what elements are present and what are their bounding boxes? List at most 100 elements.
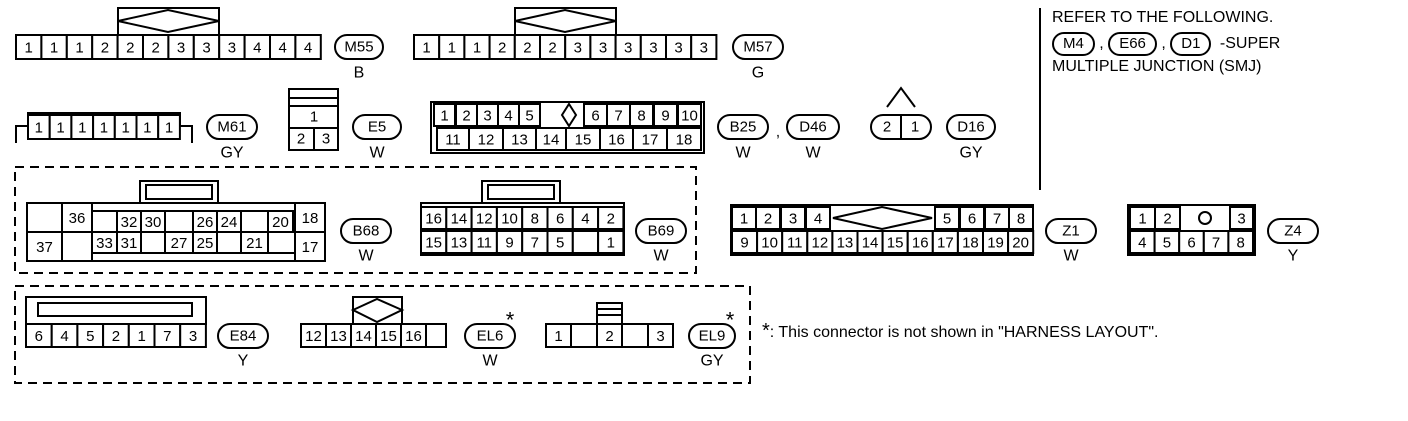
connector-z4-guide-pin xyxy=(1198,211,1212,225)
connector-m61-label-pill xyxy=(206,114,258,140)
connector-m55-cell xyxy=(167,34,195,60)
connector-b68-cell-label: 21 xyxy=(246,235,263,252)
connector-b69-cell xyxy=(597,206,625,230)
connector-m55-cell xyxy=(40,34,68,60)
connector-m55-cell-label: 2 xyxy=(126,40,134,57)
connector-b69-lock-inner xyxy=(487,184,555,200)
connector-m55-cell-label: 4 xyxy=(279,40,287,57)
connector-e5-cell xyxy=(313,127,339,151)
refer-note-connectors: M4 , E66 , D1 -SUPER xyxy=(1052,32,1280,56)
connector-b25-d46-cell xyxy=(666,127,702,151)
connector-el6-label: EL6 xyxy=(477,328,504,345)
connector-m61-cell-label: 1 xyxy=(35,120,43,137)
refer-note-smj: MULTIPLE JUNCTION (SMJ) xyxy=(1052,58,1262,75)
connector-z1-label: Z1 xyxy=(1062,223,1080,240)
connector-el9-lock xyxy=(596,302,623,325)
connector-b25-d46-cell-label: 10 xyxy=(681,108,698,125)
connector-b68-cell xyxy=(294,202,326,233)
footnote-star: * xyxy=(762,320,770,342)
connector-m55-cell-label: 2 xyxy=(101,40,109,57)
connector-b68-cell xyxy=(140,231,166,254)
connector-m57-lock-diamond xyxy=(514,8,617,34)
connector-m61-cell-label: 1 xyxy=(143,120,151,137)
connector-m57-cell-label: 1 xyxy=(473,40,481,57)
connector-b25-d46-cell-label: 4 xyxy=(504,108,512,125)
connector-m57-cell xyxy=(413,34,441,60)
connector-b68-cell-label: 32 xyxy=(121,214,138,231)
connector-e84-cell-label: 3 xyxy=(189,328,197,345)
refer-pill-d1: D1 xyxy=(1170,32,1212,56)
connector-b69-cell-label: 8 xyxy=(531,211,539,228)
connector-b68-cell-label: 20 xyxy=(272,214,289,231)
connector-z1-cell xyxy=(1007,230,1035,254)
connector-e5-cell-label: 1 xyxy=(310,109,318,126)
connector-z1-cell-label: 1 xyxy=(740,211,748,228)
connector-z4-cell-label: 1 xyxy=(1138,211,1146,228)
connector-b69-cell-label: 1 xyxy=(607,235,615,252)
connector-el6-label-pill xyxy=(464,323,516,349)
connector-z1-cell-label: 9 xyxy=(740,235,748,252)
connector-b25-d46-cell-label: 11 xyxy=(445,132,461,149)
connector-b68-cell-label: 26 xyxy=(197,214,214,231)
connector-m57-cell-label: 1 xyxy=(422,40,430,57)
connector-e84-label: E84 xyxy=(230,328,257,345)
connector-d16-label: D16 xyxy=(957,119,985,136)
connector-z4-cell-label: 5 xyxy=(1163,235,1171,252)
connector-b69-cell-label: 12 xyxy=(476,211,493,228)
connector-e84-cell xyxy=(179,323,207,348)
connector-el6-cell-label: 14 xyxy=(355,328,372,345)
connector-z1-cell-label: 19 xyxy=(987,235,1004,252)
connector-z4-cell-label: 3 xyxy=(1237,211,1245,228)
connector-d46-color: W xyxy=(805,145,821,162)
connector-z4-cell-label: 8 xyxy=(1237,235,1245,252)
connector-m61-cell-label: 1 xyxy=(100,120,108,137)
dashed-group-b68-b69 xyxy=(14,166,697,274)
connector-m57-cell xyxy=(665,34,693,60)
connector-b69-cell-label: 14 xyxy=(451,211,468,228)
refer-pill-m4: M4 xyxy=(1052,32,1095,56)
connector-el9-label-pill xyxy=(688,323,736,349)
connector-b68-cell xyxy=(240,210,269,233)
connector-e5-label-pill xyxy=(352,114,402,140)
connector-e84-cell-label: 1 xyxy=(137,328,145,345)
connector-e84-lock-inner xyxy=(37,302,193,317)
connector-e5-label: E5 xyxy=(368,119,386,136)
connector-e84-cell-label: 4 xyxy=(60,328,68,345)
connector-b25-d46-cell-label: 7 xyxy=(614,108,622,125)
connector-label-separator: , xyxy=(776,124,780,141)
connector-d16: 2 1 D16 GY xyxy=(870,86,996,162)
connector-m57-cell-label: 3 xyxy=(700,40,708,57)
connector-b68-cell xyxy=(216,231,242,254)
connector-b25-d46-cell-label: 12 xyxy=(478,132,495,149)
connector-e84-label-pill xyxy=(217,323,269,349)
connector-m55-color: B xyxy=(354,65,365,82)
connector-z1-cell-label: 20 xyxy=(1012,235,1029,252)
connector-z1-cell-label: 2 xyxy=(764,211,772,228)
connector-el6-cell-label: 16 xyxy=(405,328,422,345)
connector-e84-color: Y xyxy=(238,353,249,370)
connector-m57-label: M57 xyxy=(743,39,772,56)
connector-b25-d46-cell-label: 14 xyxy=(543,132,560,149)
connector-z4-cell-label: 2 xyxy=(1163,211,1171,228)
connector-b25-d46-cell-label: 5 xyxy=(525,108,533,125)
connector-el9-cell xyxy=(545,323,572,348)
connector-b68-color: W xyxy=(358,248,374,265)
connector-m55-cell-label: 3 xyxy=(202,40,210,57)
connector-b69-cell-label: 11 xyxy=(476,235,492,252)
connector-b25-d46-cell-label: 15 xyxy=(575,132,592,149)
connector-b69-cell-label: 7 xyxy=(531,235,539,252)
connector-b25-d46-cell-label: 18 xyxy=(676,132,693,149)
connector-b25-d46-cell xyxy=(518,103,541,127)
connector-el9-cell xyxy=(647,323,674,348)
connector-m61-cell-label: 1 xyxy=(56,120,64,137)
connector-m55-label-pill xyxy=(334,34,384,60)
connector-z4-color: Y xyxy=(1288,248,1299,265)
connector-b25-d46-cell-label: 6 xyxy=(591,108,599,125)
connector-b69-cell-label: 5 xyxy=(556,235,564,252)
connector-m57-cell-label: 3 xyxy=(624,40,632,57)
